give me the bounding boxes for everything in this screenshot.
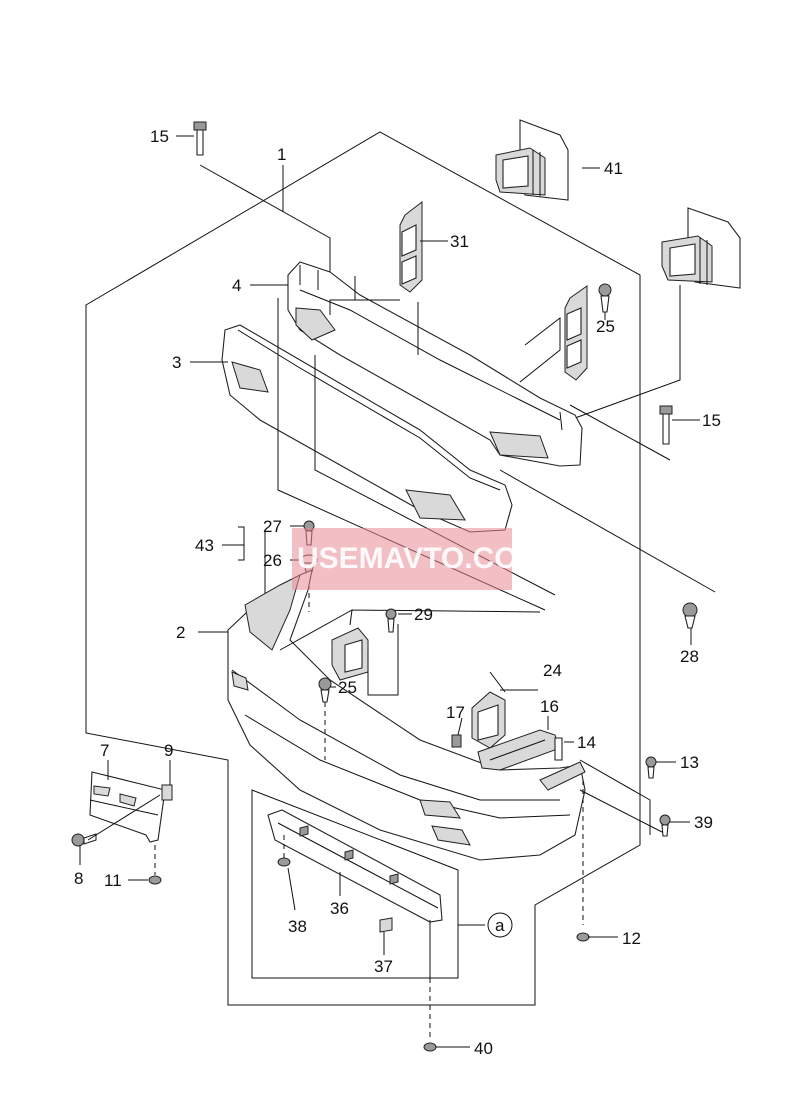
- detail-box-a: [251, 789, 459, 979]
- callout-36: 36: [330, 899, 349, 918]
- screw-38: [277, 857, 291, 867]
- callout-15-top: 15: [150, 127, 169, 146]
- callout-7: 7: [100, 741, 109, 760]
- callout-31: 31: [450, 232, 469, 251]
- bracket-41: [495, 119, 569, 201]
- watermark-box: [292, 528, 512, 590]
- clip-12: [576, 932, 590, 942]
- callout-37: 37: [374, 957, 393, 976]
- callout-43: 43: [195, 536, 214, 555]
- beam-4: [287, 261, 583, 467]
- screw-29: [385, 608, 397, 633]
- callout-13: 13: [680, 753, 699, 772]
- clip-9: [161, 784, 173, 801]
- screw-8: [71, 833, 97, 847]
- callout-39: 39: [694, 813, 713, 832]
- callout-14: 14: [577, 733, 596, 752]
- bracket-lower-right: [539, 761, 586, 791]
- clip-25-lower: [318, 677, 332, 703]
- bracket-31-left: [399, 200, 423, 293]
- clip-17: [451, 734, 462, 748]
- screw-39: [659, 814, 671, 837]
- callout-2: 2: [176, 623, 185, 642]
- underguard-36: [267, 809, 443, 923]
- callout-1: 1: [277, 145, 286, 164]
- leader-lines: [79, 135, 700, 1048]
- callout-40: 40: [474, 1039, 493, 1058]
- bracket-31-right: [564, 285, 588, 381]
- clip-14: [554, 737, 563, 761]
- bolt-15-top: [193, 121, 207, 156]
- callout-25-lower: 25: [338, 678, 357, 697]
- clip-28: [682, 602, 698, 629]
- callout-16: 16: [540, 697, 559, 716]
- clip-25-upper: [598, 283, 612, 313]
- detail-marker-circle: [487, 912, 513, 938]
- screw-11: [148, 875, 162, 885]
- screw-13: [645, 756, 657, 779]
- bracket-41-second: [661, 207, 741, 289]
- callout-15-right: 15: [702, 411, 721, 430]
- callout-12: 12: [622, 929, 641, 948]
- callout-11: 11: [104, 871, 122, 890]
- bolt-15-right: [659, 405, 673, 445]
- callout-4: 4: [232, 276, 241, 295]
- clip-40: [423, 1042, 437, 1052]
- callout-24: 24: [543, 661, 562, 680]
- callout-9: 9: [164, 741, 173, 760]
- callout-41: 41: [604, 159, 623, 178]
- callout-38: 38: [288, 917, 307, 936]
- watermark-text: USEMAVTO.COM: [297, 542, 543, 575]
- callout-8: 8: [74, 869, 83, 888]
- assembly-outline-1: [85, 131, 641, 1006]
- callout-3: 3: [172, 353, 181, 372]
- callout-a: a: [495, 916, 505, 935]
- callout-28: 28: [680, 647, 699, 666]
- clip-37: [379, 917, 393, 933]
- callout-29: 29: [414, 605, 433, 624]
- callout-25-upper: 25: [596, 317, 615, 336]
- callout-17: 17: [446, 703, 465, 722]
- bracket-24: [471, 691, 506, 749]
- callout-27: 27: [263, 517, 282, 536]
- callout-26: 26: [263, 551, 282, 570]
- bracket-small-29: [331, 627, 369, 681]
